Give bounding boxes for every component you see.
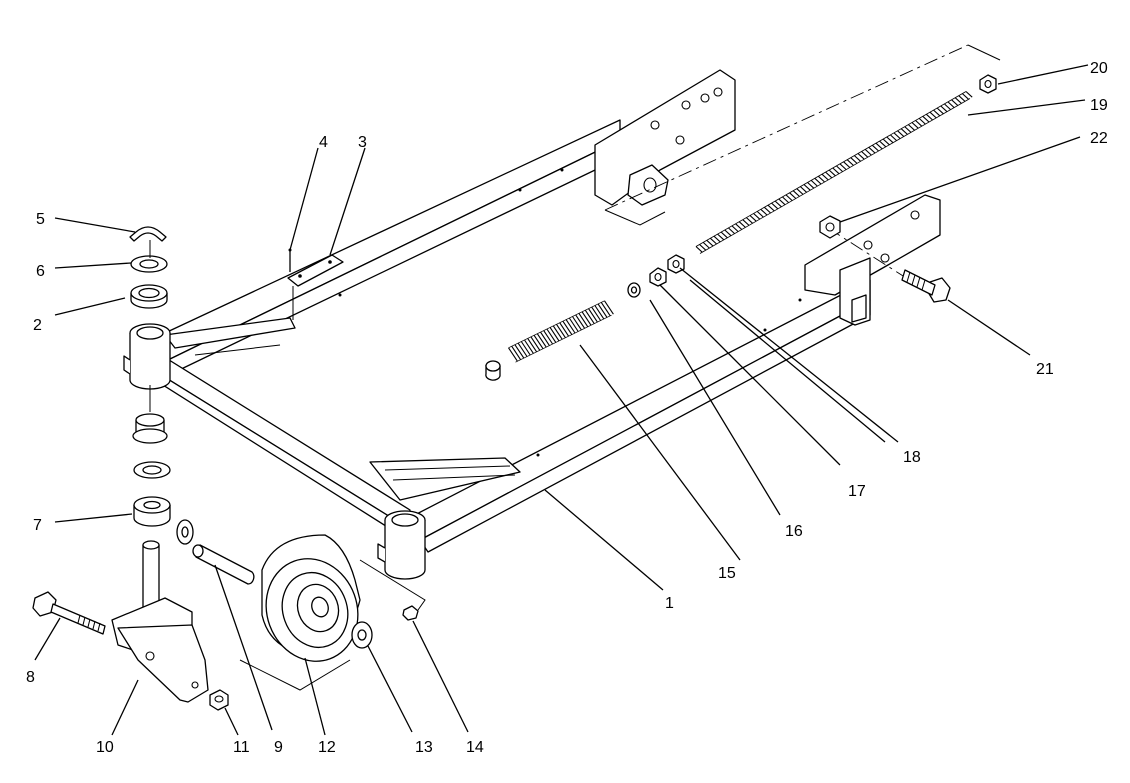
callout-12: 12 xyxy=(318,739,336,756)
bolt-part-21 xyxy=(901,269,951,303)
callout-21: 21 xyxy=(1036,361,1054,378)
cap-part-15 xyxy=(485,360,501,381)
callout-15: 15 xyxy=(718,565,736,582)
callout-14: 14 xyxy=(466,739,484,756)
callout-22: 22 xyxy=(1090,130,1108,147)
callout-8: 8 xyxy=(26,669,35,686)
spring-part-16 xyxy=(508,300,614,363)
callout-4: 4 xyxy=(319,134,328,151)
callout-13: 13 xyxy=(415,739,433,756)
washer-part-6 xyxy=(130,255,168,273)
lower-bushing xyxy=(132,413,168,444)
frame-assembly xyxy=(123,69,941,611)
callout-18: 18 xyxy=(903,449,921,466)
washer-part-13 xyxy=(351,621,373,649)
caster-fork-part-10 xyxy=(111,540,209,703)
spacer-part-7 xyxy=(133,496,171,527)
callout-labels: 1 2 3 4 5 6 7 8 9 10 11 12 13 14 15 16 1… xyxy=(26,60,1108,756)
callout-20: 20 xyxy=(1090,60,1108,77)
callout-17: 17 xyxy=(848,483,866,500)
nut-part-18b xyxy=(667,254,685,274)
callout-9: 9 xyxy=(274,739,283,756)
bushing-part-2 xyxy=(130,284,168,309)
callout-2: 2 xyxy=(33,317,42,334)
callout-5: 5 xyxy=(36,211,45,228)
wheel-part-12 xyxy=(239,534,361,691)
lower-washer xyxy=(133,461,171,479)
nut-part-11 xyxy=(209,689,229,711)
callout-1: 1 xyxy=(665,595,674,612)
nut-part-18a xyxy=(649,267,667,287)
pin-part-4 xyxy=(288,248,292,272)
plate-part-3 xyxy=(287,254,344,320)
washer-part-17 xyxy=(627,282,641,298)
nut-part-20 xyxy=(979,74,997,94)
hairpin-clip-part-5 xyxy=(129,226,167,242)
callout-10: 10 xyxy=(96,739,114,756)
nut-part-22 xyxy=(819,215,841,239)
leader-lines xyxy=(34,64,1089,736)
callout-11: 11 xyxy=(233,739,250,756)
bolt-part-8 xyxy=(32,591,106,635)
callout-6: 6 xyxy=(36,263,45,280)
callout-3: 3 xyxy=(358,134,367,151)
threaded-rod-part-19 xyxy=(695,91,973,254)
callout-19: 19 xyxy=(1090,97,1108,114)
axle-part-9 xyxy=(176,519,255,585)
callout-7: 7 xyxy=(33,517,42,534)
rod-centerline xyxy=(604,44,969,211)
callout-16: 16 xyxy=(785,523,803,540)
grease-fitting-part-14 xyxy=(402,605,419,621)
